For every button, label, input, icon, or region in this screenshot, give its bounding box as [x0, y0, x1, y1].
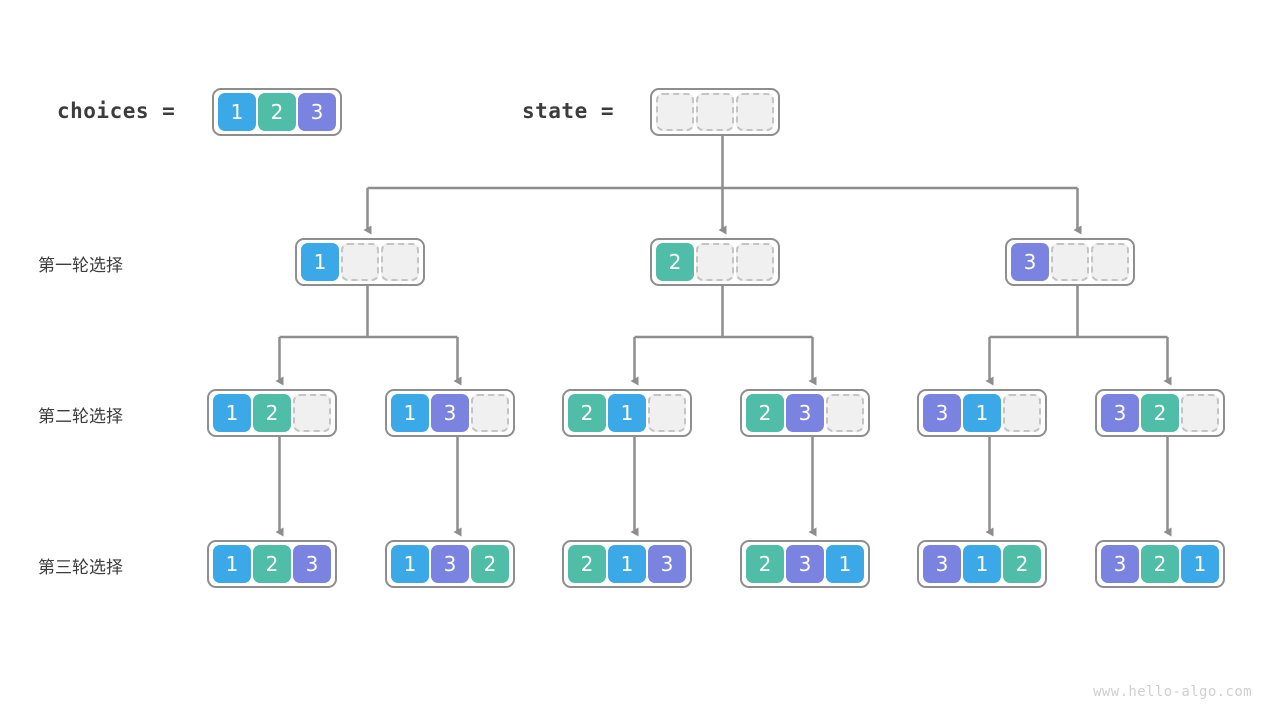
node-round1-1-cell-1: 1 [301, 243, 339, 281]
choices-array-cell-1: 1 [218, 93, 256, 131]
node-round2-3-cell-2: 1 [608, 394, 646, 432]
node-round2-5-cell-2: 1 [963, 394, 1001, 432]
state-label: state = [522, 99, 615, 123]
node-round2-4-cell-2: 3 [786, 394, 824, 432]
state-array-cell-3 [736, 93, 774, 131]
node-round2-1-cell-1: 1 [213, 394, 251, 432]
node-round3-5-cell-2: 1 [963, 545, 1001, 583]
choices-array-cell-3: 3 [298, 93, 336, 131]
site-watermark: www.hello-algo.com [1093, 684, 1252, 700]
choices-label: choices = [57, 99, 176, 123]
node-round3-1-cell-2: 2 [253, 545, 291, 583]
node-round1-1-cell-2 [341, 243, 379, 281]
row-label-round-2: 第二轮选择 [38, 407, 123, 427]
node-round1-2-cell-3 [736, 243, 774, 281]
state-array-cell-1 [656, 93, 694, 131]
node-round3-6-cell-2: 2 [1141, 545, 1179, 583]
state-array-cell-2 [696, 93, 734, 131]
node-round3-5-cell-1: 3 [923, 545, 961, 583]
node-round3-5-cell-3: 2 [1003, 545, 1041, 583]
node-round2-3-cell-1: 2 [568, 394, 606, 432]
node-round1-3-cell-3 [1091, 243, 1129, 281]
node-round1-2-cell-1: 2 [656, 243, 694, 281]
node-round2-2-cell-3 [471, 394, 509, 432]
node-round3-6-cell-3: 1 [1181, 545, 1219, 583]
node-round2-6-cell-1: 3 [1101, 394, 1139, 432]
node-round3-4-cell-3: 1 [826, 545, 864, 583]
node-round3-4-cell-1: 2 [746, 545, 784, 583]
node-round3-3-cell-1: 2 [568, 545, 606, 583]
node-round3-2-cell-3: 2 [471, 545, 509, 583]
node-round3-1-cell-1: 1 [213, 545, 251, 583]
node-round2-5-cell-1: 3 [923, 394, 961, 432]
node-round1-3: 3 [1005, 238, 1135, 286]
row-label-round-3: 第三轮选择 [38, 558, 123, 578]
node-round2-2-cell-1: 1 [391, 394, 429, 432]
node-round3-3-cell-2: 1 [608, 545, 646, 583]
choices-array-cell-2: 2 [258, 93, 296, 131]
node-round1-2-cell-2 [696, 243, 734, 281]
state-array [650, 88, 780, 136]
node-round1-2: 2 [650, 238, 780, 286]
node-round1-3-cell-2 [1051, 243, 1089, 281]
node-round1-3-cell-1: 3 [1011, 243, 1049, 281]
node-round2-1-cell-2: 2 [253, 394, 291, 432]
node-round2-2-cell-2: 3 [431, 394, 469, 432]
node-round3-2-cell-1: 1 [391, 545, 429, 583]
node-round2-5-cell-3 [1003, 394, 1041, 432]
node-round2-3-cell-3 [648, 394, 686, 432]
node-round3-2-cell-2: 3 [431, 545, 469, 583]
node-round1-1-cell-3 [381, 243, 419, 281]
node-round3-4-cell-2: 3 [786, 545, 824, 583]
node-round2-6-cell-2: 2 [1141, 394, 1179, 432]
node-round3-1-cell-3: 3 [293, 545, 331, 583]
node-round2-1-cell-3 [293, 394, 331, 432]
node-round3-3-cell-3: 3 [648, 545, 686, 583]
node-round2-4-cell-1: 2 [746, 394, 784, 432]
node-round2-4-cell-3 [826, 394, 864, 432]
row-label-round-1: 第一轮选择 [38, 256, 123, 276]
node-round1-1: 1 [295, 238, 425, 286]
node-round3-6-cell-1: 3 [1101, 545, 1139, 583]
node-round2-6-cell-3 [1181, 394, 1219, 432]
